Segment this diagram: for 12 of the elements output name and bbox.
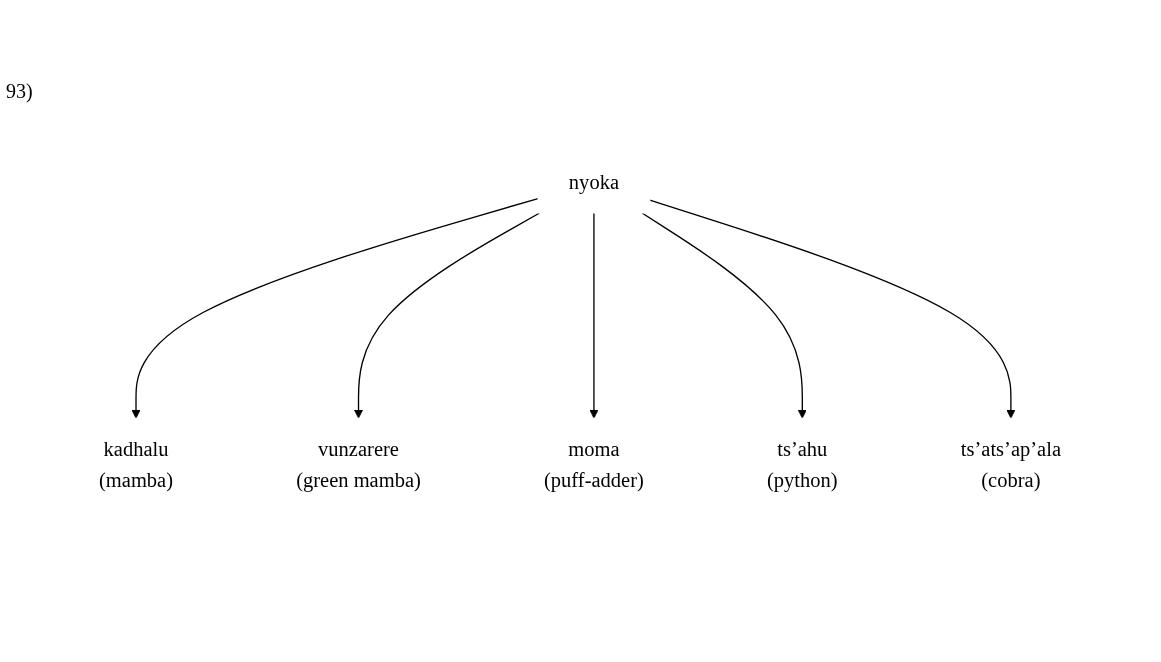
note-text: 93) — [6, 80, 33, 103]
node-text: moma (puff-adder) — [544, 437, 644, 492]
arrow — [589, 212, 599, 419]
arrow — [131, 197, 539, 419]
arrow — [649, 199, 1016, 419]
node-text: nyoka — [568, 170, 620, 194]
arrow — [641, 212, 807, 419]
node-text: vunzarere (green mamba) — [296, 437, 421, 492]
arrow — [354, 212, 541, 419]
node-text: ts’ahu (python) — [766, 437, 838, 492]
node-text: ts’ats’ap’ala (cobra) — [960, 437, 1062, 492]
node-text: kadhalu (mamba) — [98, 437, 174, 492]
